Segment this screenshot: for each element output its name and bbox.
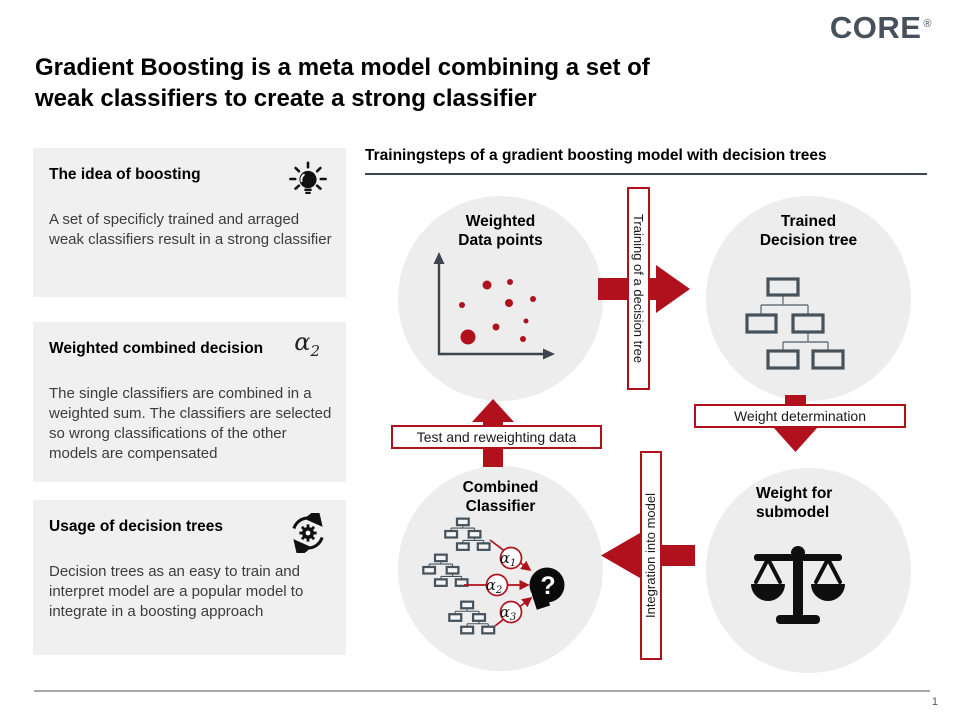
node-trained-decision-tree: Trained Decision tree <box>706 196 911 401</box>
registered-mark-icon: ® <box>923 17 932 30</box>
footer-rule <box>34 690 930 692</box>
mini-decision-tree-icon <box>448 600 496 635</box>
core-logo-text: CORE <box>829 10 922 45</box>
decision-tree-icon <box>745 277 845 370</box>
mini-decision-tree-icon <box>422 553 469 587</box>
question-head-icon: ? <box>529 567 565 610</box>
combined-classifier-graphic: α1 α2 α3 ? <box>422 517 565 635</box>
diagram-heading: Trainingsteps of a gradient boosting mod… <box>365 147 827 164</box>
node-weighted-data-points: Weighted Data points <box>398 196 603 401</box>
page-number: 1 <box>931 696 938 708</box>
svg-text:?: ? <box>540 572 555 600</box>
connector-label-integration: Integration into model <box>640 451 662 660</box>
info-box-usage-decision-trees: Usage of decision trees Decis <box>33 500 346 655</box>
scatter-plot-icon <box>433 252 555 360</box>
info-box-body: A set of specificly trained and arraged … <box>49 211 332 248</box>
mini-decision-tree-icon <box>444 517 491 551</box>
info-box-heading: Weighted combined decision <box>49 340 264 357</box>
alpha-weight-symbol: α2 <box>294 328 320 360</box>
connector-label-test-reweighting: Test and reweighting data <box>391 425 602 449</box>
info-box-idea-of-boosting: The idea of boosting A set of specificly… <box>33 148 346 297</box>
connector-label-text: Integration into model <box>643 492 659 619</box>
connector-label-training: Training of a decision tree <box>627 187 650 390</box>
node-label: Weight for submodel <box>756 485 833 521</box>
diagram-heading-rule <box>365 173 927 175</box>
node-weight-for-submodel: Weight for submodel <box>706 468 911 673</box>
gear-cycle-icon <box>292 513 324 553</box>
lightbulb-icon <box>289 161 327 194</box>
info-box-weighted-decision: Weighted combined decision α2 The single… <box>33 322 346 482</box>
slide-title-line2: weak classifiers to create a strong clas… <box>35 85 537 112</box>
connector-label-text: Training of a decision tree <box>631 213 647 364</box>
node-label: Combined Classifier <box>462 479 539 515</box>
alpha-symbol: α <box>294 328 311 356</box>
alpha-badge: α1 <box>500 549 517 569</box>
connector-label-weight-determination: Weight determination <box>694 404 906 428</box>
node-combined-classifier: Combined Classifier <box>398 466 603 671</box>
info-box-body: The single classifiers are combined in a… <box>49 385 332 462</box>
node-label: Trained Decision tree <box>759 213 858 249</box>
balance-scale-icon <box>751 546 845 624</box>
alpha-badge: α3 <box>500 603 517 623</box>
alpha-badge: α2 <box>486 576 503 596</box>
connector-label-text: Weight determination <box>733 408 867 424</box>
alpha-subscript: 2 <box>310 341 320 360</box>
node-label: Weighted Data points <box>458 213 543 249</box>
alpha-badges: α1 α2 α3 <box>485 546 523 624</box>
info-box-body: Decision trees as an easy to train and i… <box>49 563 304 620</box>
info-box-heading: The idea of boosting <box>49 166 201 183</box>
core-logo: CORE® <box>830 10 932 46</box>
slide-title: Gradient Boosting is a meta model combin… <box>35 52 650 114</box>
slide-title-line1: Gradient Boosting is a meta model combin… <box>35 54 650 81</box>
info-box-heading: Usage of decision trees <box>49 518 224 535</box>
connector-label-text: Test and reweighting data <box>416 429 577 445</box>
